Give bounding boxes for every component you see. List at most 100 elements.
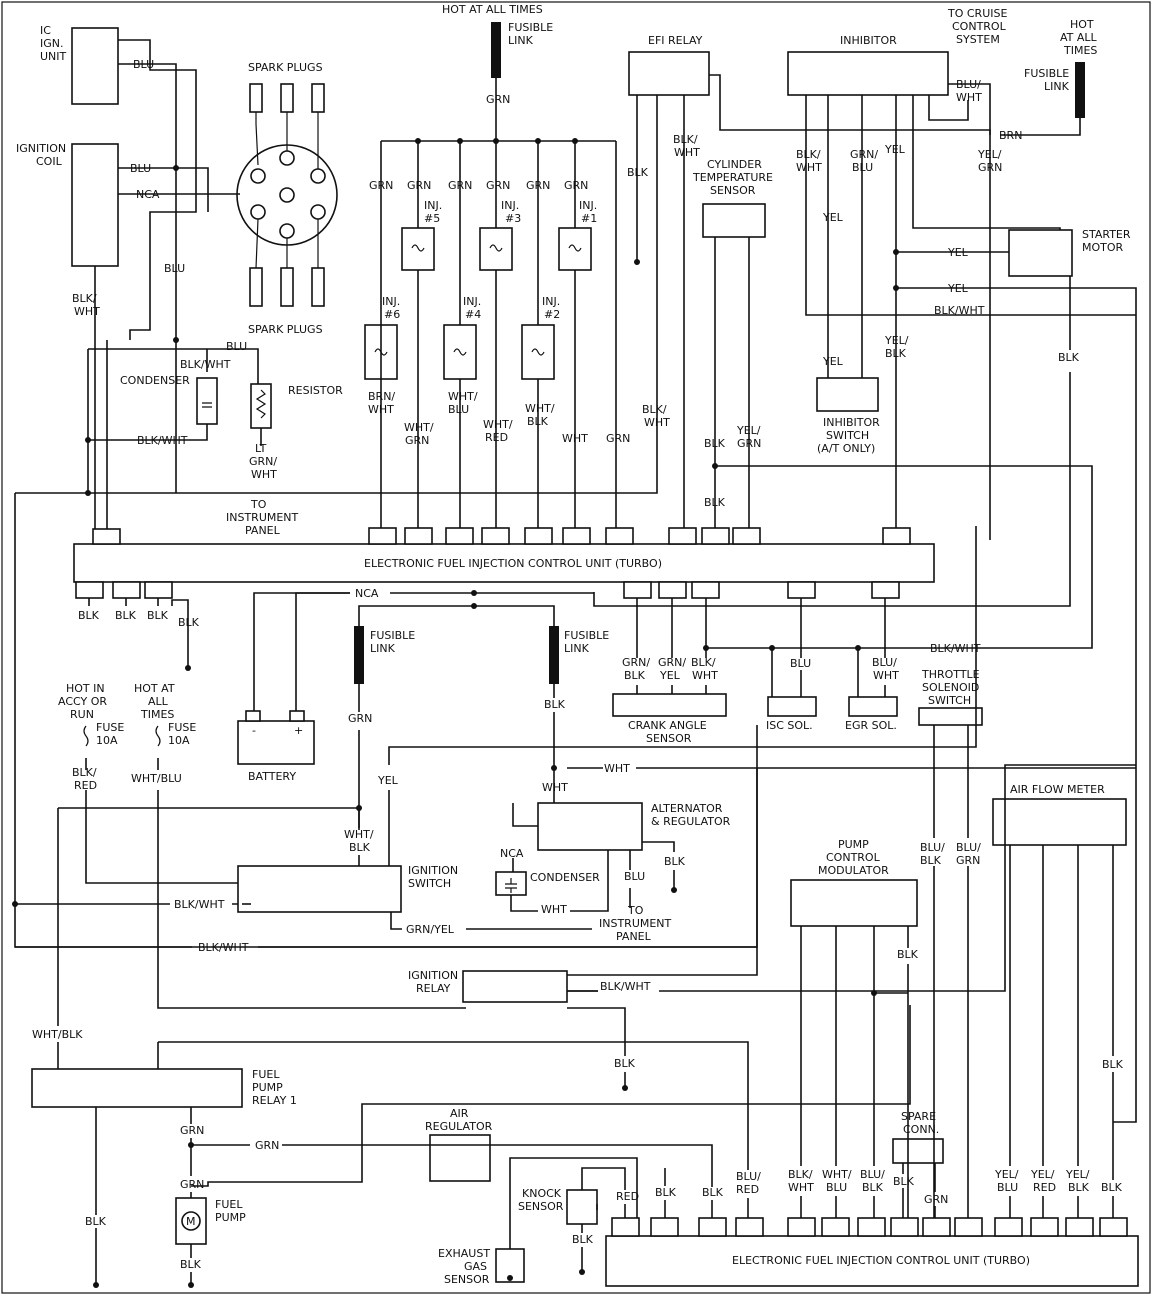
svg-text:LINK: LINK: [1044, 80, 1070, 93]
svg-text:BLK: BLK: [704, 437, 726, 450]
svg-text:FUSIBLE: FUSIBLE: [564, 629, 609, 642]
svg-text:SPARE: SPARE: [901, 1110, 936, 1123]
svg-text:#2: #2: [544, 308, 560, 321]
svg-text:IGNITION: IGNITION: [408, 864, 458, 877]
svg-text:THROTTLE: THROTTLE: [921, 668, 980, 681]
svg-text:GRN: GRN: [924, 1193, 948, 1206]
svg-text:INSTRUMENT: INSTRUMENT: [226, 511, 299, 524]
svg-text:GRN: GRN: [369, 179, 393, 192]
starter-motor: STARTER MOTOR: [1008, 228, 1131, 277]
ignition-coil: IGNITION COIL: [16, 142, 119, 267]
svg-text:WHT/: WHT/: [344, 828, 374, 841]
svg-text:BLK/WHT: BLK/WHT: [600, 980, 651, 993]
cylinder-temp-sensor: CYLINDER TEMPERATURE SENSOR: [692, 158, 773, 238]
svg-text:YEL/: YEL/: [884, 334, 909, 347]
air-regulator: AIR REGULATOR: [425, 1107, 493, 1182]
svg-text:BLU/: BLU/: [872, 656, 897, 669]
svg-text:TEMPERATURE: TEMPERATURE: [692, 171, 773, 184]
svg-text:GRN: GRN: [405, 434, 429, 447]
svg-text:BLK: BLK: [920, 854, 942, 867]
svg-text:RED: RED: [485, 431, 508, 444]
egr-solenoid: EGR SOL.: [845, 696, 898, 732]
svg-text:BLU/: BLU/: [920, 841, 945, 854]
svg-text:WHT: WHT: [251, 468, 277, 481]
svg-text:FUSIBLE: FUSIBLE: [370, 629, 415, 642]
svg-text:CRANK ANGLE: CRANK ANGLE: [628, 719, 707, 732]
svg-text:GRN/: GRN/: [850, 148, 878, 161]
svg-text:AIR FLOW METER: AIR FLOW METER: [1010, 783, 1105, 796]
svg-text:#5: #5: [424, 212, 440, 225]
svg-text:SWITCH: SWITCH: [826, 429, 869, 442]
svg-text:10A: 10A: [168, 734, 190, 747]
svg-text:YEL/: YEL/: [977, 148, 1002, 161]
svg-text:GRN: GRN: [956, 854, 980, 867]
svg-text:YEL: YEL: [822, 211, 844, 224]
knock-sensor: KNOCK SENSOR: [518, 1187, 598, 1225]
svg-text:RUN: RUN: [70, 708, 94, 721]
svg-text:GRN/: GRN/: [622, 656, 650, 669]
svg-text:BLK: BLK: [627, 166, 649, 179]
svg-text:FUEL: FUEL: [252, 1068, 280, 1081]
svg-text:GRN: GRN: [180, 1124, 204, 1137]
svg-text:HOT: HOT: [1070, 18, 1094, 31]
svg-text:LINK: LINK: [564, 642, 590, 655]
svg-text:GRN/: GRN/: [658, 656, 686, 669]
svg-text:SYSTEM: SYSTEM: [956, 33, 1000, 46]
svg-text:BLU: BLU: [164, 262, 185, 275]
svg-text:BRN/: BRN/: [368, 390, 395, 403]
isc-solenoid: ISC SOL.: [766, 696, 817, 732]
ecu-bottom: ELECTRONIC FUEL INJECTION CONTROL UNIT (…: [605, 1217, 1139, 1287]
svg-text:BLK/: BLK/: [796, 148, 821, 161]
svg-text:PUMP: PUMP: [215, 1211, 246, 1224]
svg-text:BLU/: BLU/: [860, 1168, 885, 1181]
svg-text:BLU: BLU: [133, 58, 154, 71]
svg-text:PUMP: PUMP: [252, 1081, 283, 1094]
svg-text:YEL: YEL: [377, 774, 399, 787]
svg-text:RED: RED: [736, 1183, 759, 1196]
svg-text:COIL: COIL: [36, 155, 63, 168]
condenser-1: CONDENSER: [120, 374, 218, 425]
svg-text:YEL: YEL: [947, 246, 969, 259]
svg-text:INSTRUMENT: INSTRUMENT: [599, 917, 672, 930]
svg-text:BLK: BLK: [702, 1186, 724, 1199]
svg-text:BLK: BLK: [1101, 1181, 1123, 1194]
svg-text:NCA: NCA: [136, 188, 160, 201]
svg-text:BLK: BLK: [349, 841, 371, 854]
svg-text:GRN: GRN: [448, 179, 472, 192]
svg-text:REGULATOR: REGULATOR: [425, 1120, 493, 1133]
spare-connector: SPARE CONN.: [892, 1110, 944, 1164]
injectors-top: INJ. #5 INJ. #3 INJ. #1: [401, 199, 597, 271]
svg-text:BLK: BLK: [1068, 1181, 1090, 1194]
svg-text:BLK: BLK: [897, 948, 919, 961]
to-instrument-panel-1: TO INSTRUMENT PANEL: [226, 498, 299, 537]
svg-text:BLK: BLK: [885, 347, 907, 360]
svg-text:BLK/WHT: BLK/WHT: [137, 434, 188, 447]
svg-text:YEL/: YEL/: [736, 424, 761, 437]
svg-text:RELAY 1: RELAY 1: [252, 1094, 297, 1107]
svg-text:RED: RED: [616, 1190, 639, 1203]
svg-text:WHT: WHT: [542, 781, 568, 794]
svg-text:BLK/WHT: BLK/WHT: [180, 358, 231, 371]
svg-text:BLK: BLK: [614, 1057, 636, 1070]
wires: [14, 39, 1137, 1285]
svg-text:SENSOR: SENSOR: [518, 1200, 564, 1213]
svg-text:-: -: [252, 724, 256, 737]
svg-text:WHT: WHT: [788, 1181, 814, 1194]
svg-text:CONTROL: CONTROL: [952, 20, 1007, 33]
crank-angle-sensor: CRANK ANGLE SENSOR: [612, 693, 727, 745]
svg-text:FUSE: FUSE: [96, 721, 124, 734]
svg-text:RESISTOR: RESISTOR: [288, 384, 343, 397]
svg-text:INJ.: INJ.: [382, 295, 400, 308]
svg-text:GRN: GRN: [255, 1139, 279, 1152]
svg-text:YEL/: YEL/: [1030, 1168, 1055, 1181]
svg-text:SENSOR: SENSOR: [710, 184, 756, 197]
wire-labels: BLU BLU NCA BLU BLK/ WHT GRN GRN GRN GRN…: [32, 58, 1124, 1271]
svg-text:IGN.: IGN.: [40, 37, 64, 50]
svg-text:BLK: BLK: [527, 415, 549, 428]
svg-text:WHT: WHT: [541, 903, 567, 916]
svg-text:IC: IC: [40, 24, 51, 37]
svg-text:INHIBITOR: INHIBITOR: [840, 34, 897, 47]
ignition-switch: IGNITION SWITCH: [237, 864, 458, 913]
svg-text:#4: #4: [465, 308, 481, 321]
